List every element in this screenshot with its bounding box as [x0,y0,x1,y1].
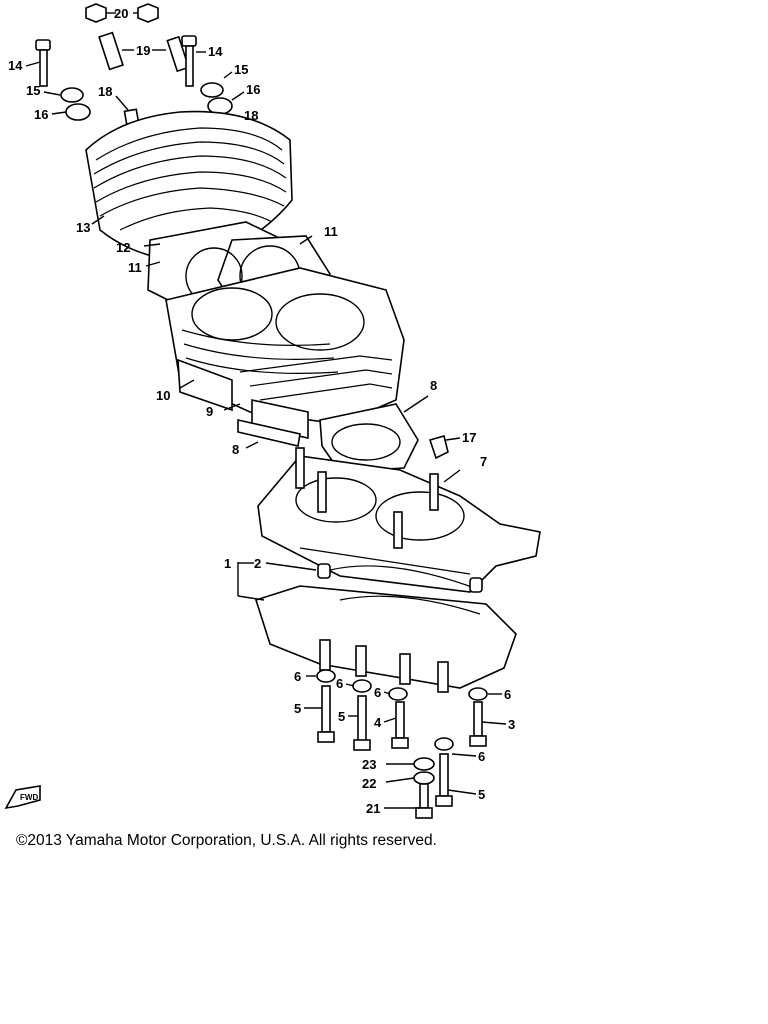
callout-22: 22 [362,776,376,791]
callout-10: 10 [156,388,170,403]
washer-15-right [200,82,224,98]
callout-12: 12 [116,240,130,255]
callout-17: 17 [462,430,476,445]
callout-8-lower: 8 [232,442,239,457]
callout-15-left: 15 [26,83,40,98]
callout-16-left: 16 [34,107,48,122]
callout-16-right: 16 [246,82,260,97]
callout-5-c: 5 [478,787,485,802]
lower-crankcase [237,562,517,693]
callout-3: 3 [508,717,515,732]
callout-4: 4 [374,715,382,730]
washer-15-left [60,87,84,103]
fwd-label: FWD [20,793,38,802]
callout-15-right: 15 [234,62,248,77]
head-bolt-left [35,39,51,51]
callout-13: 13 [76,220,90,235]
callout-6-a: 6 [294,669,301,684]
nut-left [85,3,107,23]
stud-right [166,35,190,73]
upper-crankcase [257,435,541,593]
callout-23: 23 [362,757,376,772]
callout-14-left: 14 [8,58,23,73]
callout-18-right: 18 [244,108,258,123]
callout-20: 20 [114,6,128,21]
fitting-17 [428,435,449,460]
callout-18-left: 18 [98,84,112,99]
washer-16-left [65,103,91,121]
crankcase-bolts [304,669,507,819]
base-gaskets [223,395,429,473]
callout-1: 1 [224,556,231,571]
callout-6-d: 6 [504,687,511,702]
callout-19: 19 [136,43,150,58]
callout-labels: 20 19 14 14 15 15 16 16 18 18 13 12 11 1… [8,6,515,816]
callout-11-right: 11 [324,224,338,239]
callout-8-upper: 8 [430,378,437,393]
callout-5-b: 5 [338,709,345,724]
fwd-arrow-icon: FWD [4,785,41,810]
callout-6-c: 6 [374,685,381,700]
callout-6-e: 6 [478,749,485,764]
callout-7: 7 [480,454,487,469]
callout-5-a: 5 [294,701,301,716]
callout-11-left: 11 [128,260,142,275]
head-bolt-left-shank [39,49,48,87]
engine-exploded-diagram: FWD 20 19 14 14 15 15 16 16 18 18 13 12 … [4,3,541,819]
callout-21: 21 [366,801,380,816]
copyright-notice: ©2013 Yamaha Motor Corporation, U.S.A. A… [16,832,437,849]
callout-2: 2 [254,556,261,571]
head-hardware [25,3,245,188]
head-bolt-right-shank [185,45,194,87]
nut-right [137,3,159,23]
callout-9: 9 [206,404,213,419]
callout-14-right: 14 [208,44,223,59]
stud-left [98,31,124,71]
head-bolt-right [181,35,197,47]
callout-6-b: 6 [336,676,343,691]
cylinder-block [165,267,405,425]
